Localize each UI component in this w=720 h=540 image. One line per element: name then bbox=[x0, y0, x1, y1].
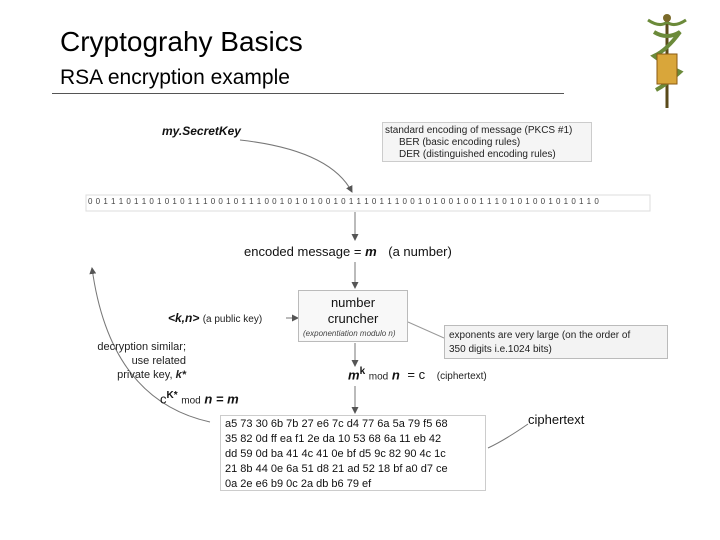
encoded-message-text: encoded message = bbox=[244, 244, 366, 259]
decryption-formula: cK* mod n = m bbox=[160, 390, 239, 406]
formula-m: m bbox=[348, 367, 360, 383]
bit-string: 0 0 1 1 1 0 1 1 0 1 0 1 0 1 1 1 0 0 1 0 … bbox=[88, 197, 600, 206]
cruncher-line1: number bbox=[330, 295, 376, 310]
number-cruncher-box: number cruncher (exponentiation modulo n… bbox=[298, 290, 408, 342]
decrypt-sup: K* bbox=[166, 390, 178, 401]
encoding-standards-box: standard encoding of message (PKCS #1) B… bbox=[382, 122, 592, 162]
encoding-ber-text: BER (basic encoding rules) bbox=[399, 137, 521, 148]
encryption-formula: mk mod n = c (ciphertext) bbox=[348, 366, 487, 382]
public-key: <k,n> (a public key) bbox=[168, 311, 262, 325]
ciphertext-line: dd 59 0d ba 41 4c 41 0e bf d5 9c 82 90 4… bbox=[225, 448, 446, 460]
slide-subtitle: RSA encryption example bbox=[60, 66, 290, 89]
decrypt-line1: decryption similar; bbox=[97, 341, 186, 353]
ciphertext-line: 35 82 0d ff ea f1 2e da 10 53 68 6a 11 e… bbox=[225, 433, 442, 445]
encoding-standard-text: standard encoding of message (PKCS #1) bbox=[385, 125, 573, 136]
exponent-note-box: exponents are very large (on the order o… bbox=[444, 325, 668, 359]
encoded-message: encoded message = m (a number) bbox=[244, 244, 452, 259]
ciphertext-line: 21 8b 44 0e 6a 51 d8 21 ad 52 18 bf a0 d… bbox=[225, 463, 448, 475]
decrypt-line3: private key, bbox=[117, 369, 173, 381]
encoded-note: (a number) bbox=[388, 244, 452, 259]
public-key-note: (a public key) bbox=[202, 314, 263, 325]
formula-note: (ciphertext) bbox=[436, 371, 487, 383]
ciphertext-label: ciphertext bbox=[528, 412, 585, 427]
formula-n: n bbox=[391, 367, 400, 383]
public-key-value: <k,n> bbox=[168, 311, 200, 325]
encoded-m: m bbox=[365, 244, 377, 259]
caduceus-logo-icon bbox=[647, 14, 687, 108]
title-underline bbox=[52, 93, 564, 94]
decrypt-c: c bbox=[160, 391, 167, 407]
decrypt-n: n bbox=[204, 391, 213, 407]
decrypt-kstar: k* bbox=[175, 369, 186, 381]
ciphertext-block: a5 73 30 6b 7b 27 e6 7c d4 77 6a 5a 79 f… bbox=[220, 415, 486, 491]
formula-k: k bbox=[359, 366, 366, 377]
decrypt-line3-wrap: private key, k* bbox=[88, 368, 186, 382]
decryption-text: decryption similar; use related private … bbox=[88, 340, 186, 382]
slide-title: Cryptograhy Basics bbox=[60, 26, 303, 57]
exponent-note-line2: 350 digits i.e.1024 bits) bbox=[449, 344, 552, 355]
ciphertext-line: a5 73 30 6b 7b 27 e6 7c d4 77 6a 5a 79 f… bbox=[225, 418, 448, 430]
decrypt-line2: use related bbox=[131, 355, 186, 367]
formula-eq: = c bbox=[407, 367, 426, 383]
ciphertext-line: 0a 2e e6 b9 0c 2a db b6 79 ef bbox=[225, 478, 372, 490]
exponent-note-line1: exponents are very large (on the order o… bbox=[449, 330, 631, 341]
secret-key-label: my.SecretKey bbox=[162, 124, 241, 138]
encoding-der-text: DER (distinguished encoding rules) bbox=[399, 149, 556, 160]
formula-mod: mod bbox=[368, 371, 389, 383]
cruncher-note: (exponentiation modulo n) bbox=[303, 329, 396, 338]
cruncher-line2: cruncher bbox=[327, 311, 379, 326]
decrypt-eq: = m bbox=[215, 391, 239, 407]
decrypt-mod: mod bbox=[181, 395, 201, 407]
